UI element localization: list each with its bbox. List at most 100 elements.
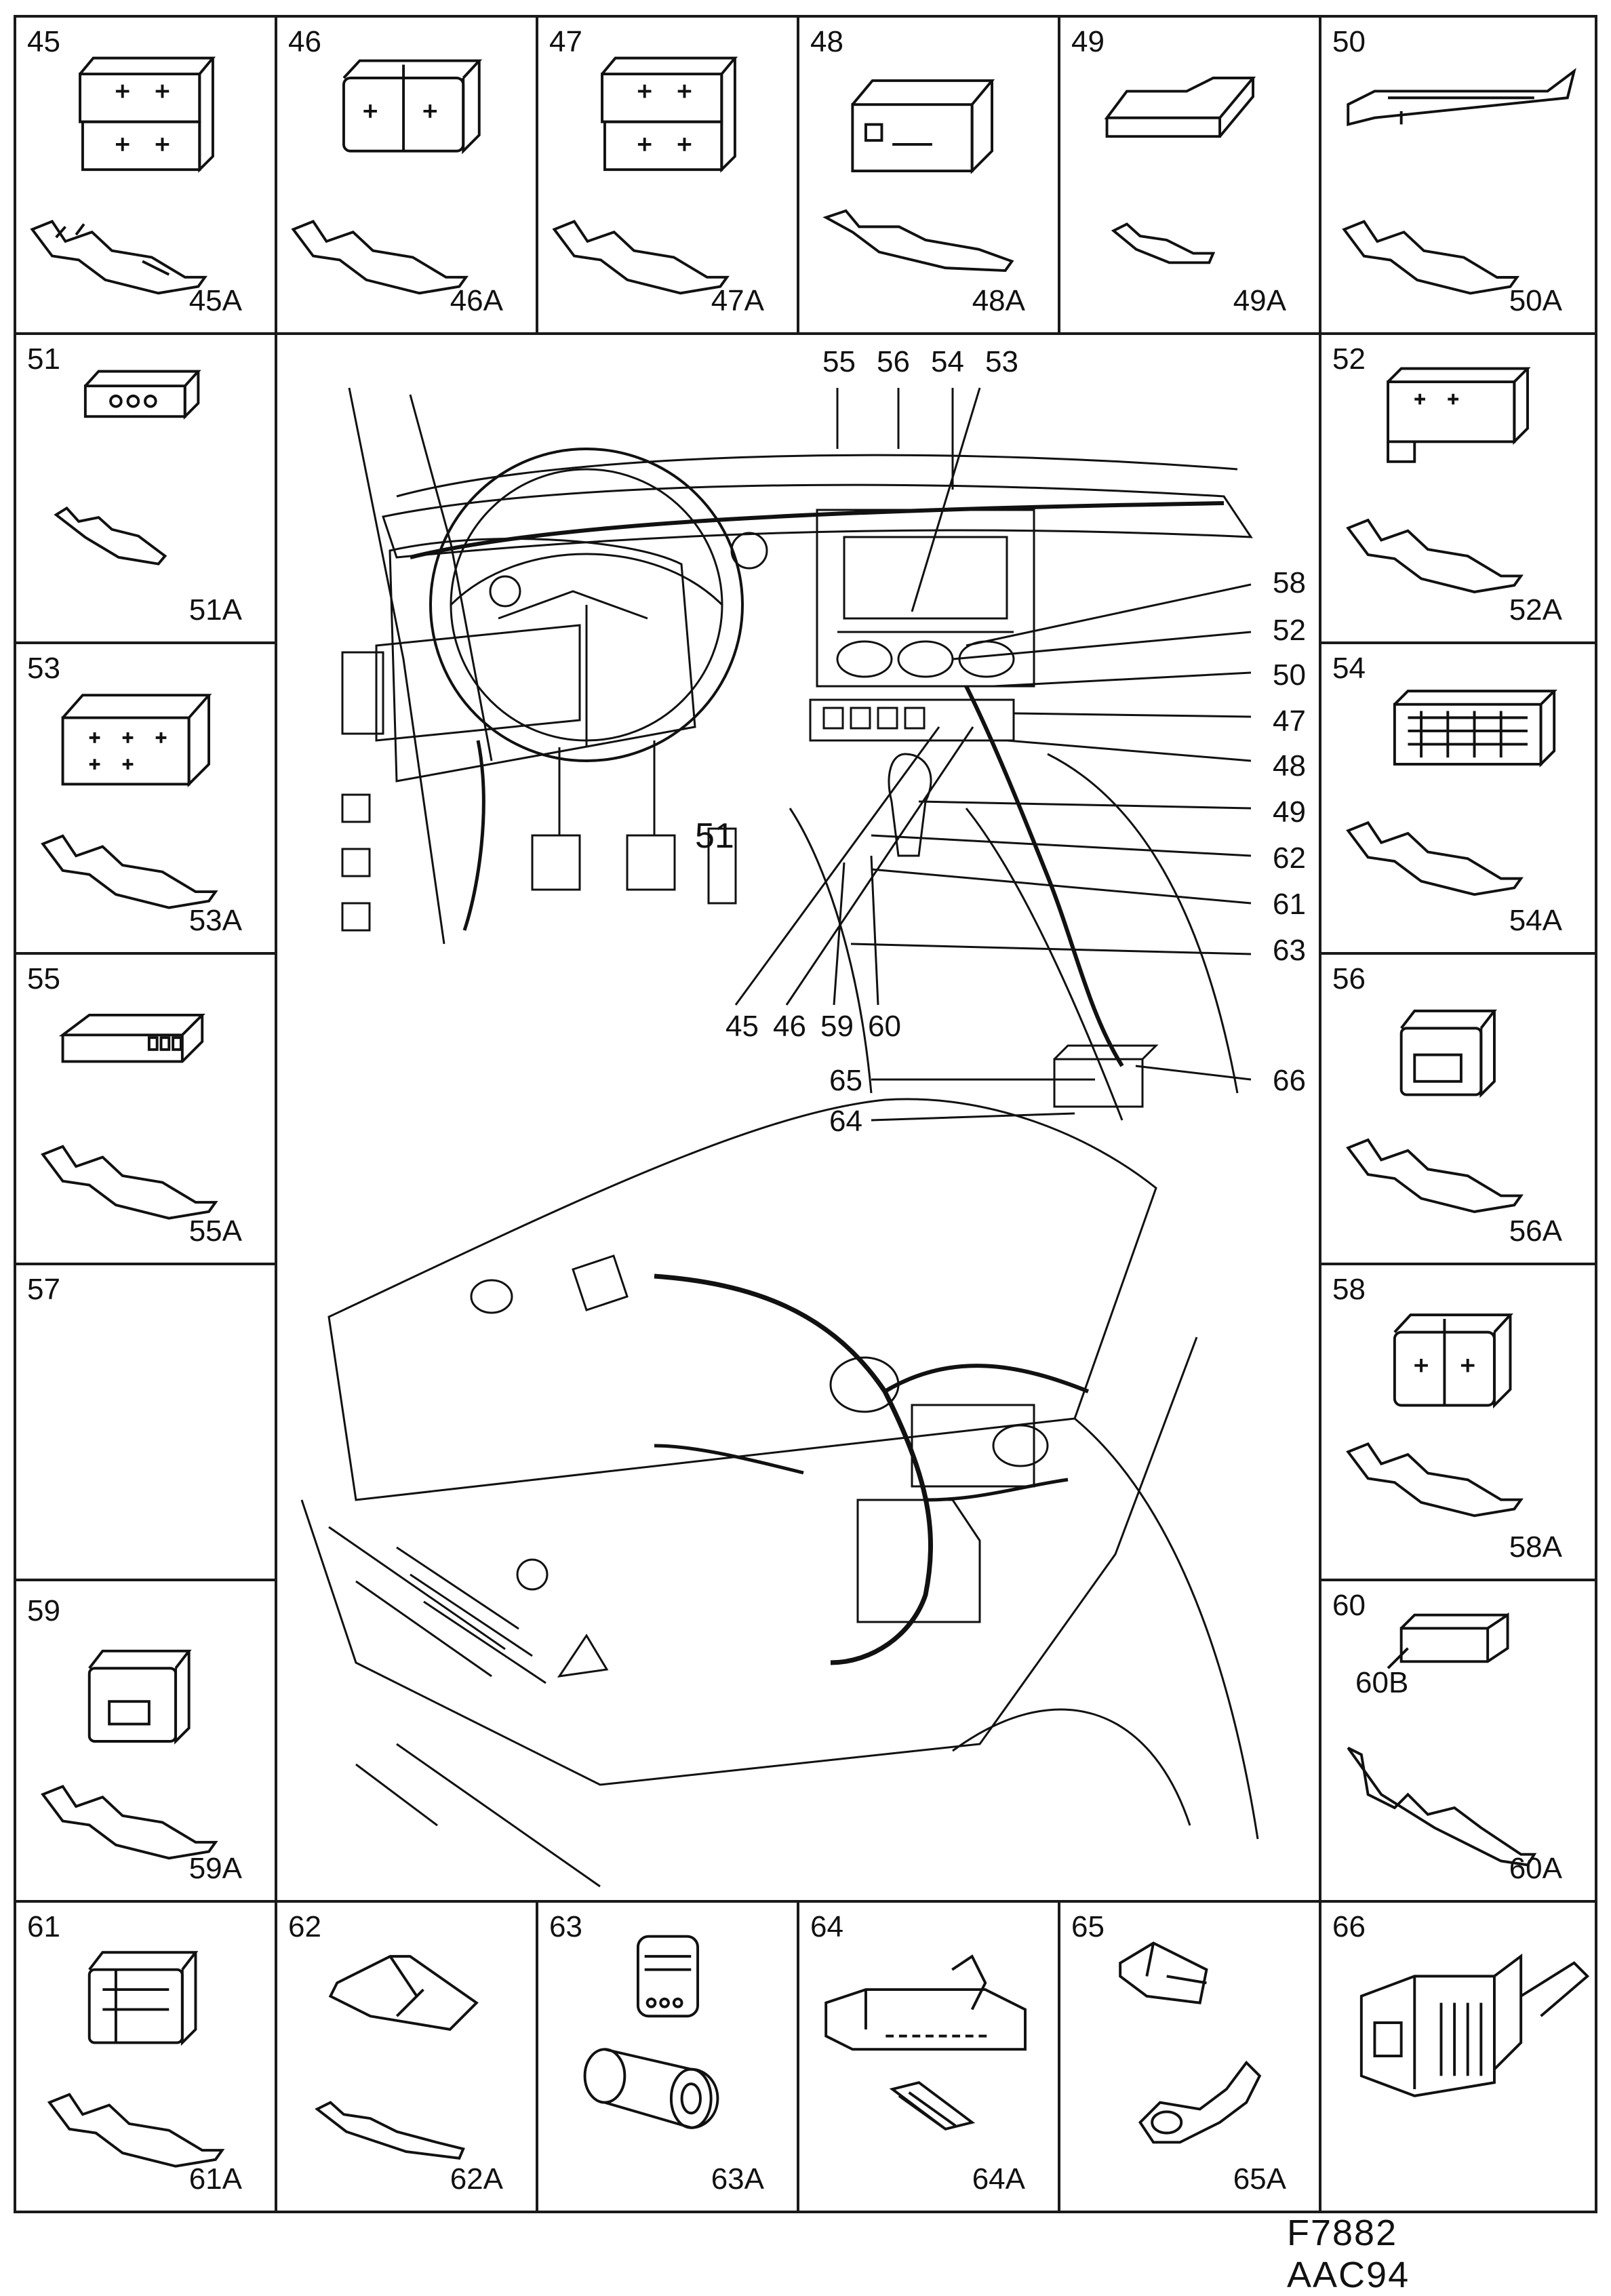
- terminal-icon: [1346, 820, 1524, 896]
- item-number: 56: [1332, 962, 1366, 995]
- connector-block-icon: [1346, 1313, 1524, 1518]
- connector-block-icon: [1346, 367, 1531, 593]
- cell-54: 54 54A: [1319, 641, 1597, 955]
- terminal-icon: [1346, 518, 1524, 593]
- part-label: 47A: [711, 284, 764, 317]
- terminal-icon: [291, 220, 469, 295]
- callout-62: 62: [1273, 842, 1306, 875]
- item-number: 47: [549, 25, 582, 58]
- cell-52: 52 52A: [1319, 332, 1597, 644]
- cell-56: 56 56A: [1319, 952, 1597, 1265]
- part-label: 53A: [188, 904, 242, 937]
- item-number: 61: [27, 1910, 60, 1943]
- callout-61: 61: [1273, 888, 1306, 921]
- leader-lines: [734, 387, 1252, 1122]
- callout-56: 56: [877, 345, 910, 378]
- cell-50: 50 50A: [1319, 15, 1597, 335]
- part-label: 65A: [1233, 2162, 1286, 2196]
- terminal-icon: [1347, 1747, 1537, 1867]
- callout-63: 63: [1273, 934, 1306, 967]
- callout-64: 64: [829, 1105, 862, 1138]
- connector-block-icon: [1346, 1009, 1524, 1213]
- item-number: 50: [1332, 25, 1366, 58]
- connector-block-icon: [1342, 68, 1576, 295]
- part-label: 54A: [1509, 904, 1562, 937]
- callout-47: 47: [1273, 705, 1306, 738]
- connector-block-icon: [1347, 1612, 1537, 1867]
- callout-48: 48: [1273, 749, 1306, 783]
- connector-block-icon: [1104, 77, 1256, 264]
- part-label: 60A: [1509, 1852, 1562, 1885]
- connector-block-icon: [315, 1955, 479, 2160]
- item-number: 55: [27, 962, 60, 995]
- callout-66: 66: [1273, 1064, 1306, 1097]
- cell-49: 49 49A: [1058, 15, 1321, 335]
- cell-66: 66: [1319, 1900, 1597, 2213]
- part-label: 51A: [188, 593, 242, 627]
- terminal-icon: [47, 2093, 225, 2168]
- terminal-icon: [54, 506, 167, 566]
- item-number: 59: [27, 1594, 60, 1627]
- contact-strip-icon: [889, 2081, 976, 2131]
- callout-50: 50: [1273, 658, 1306, 692]
- part-label: 49A: [1233, 284, 1286, 317]
- terminal-icon: [1138, 2060, 1262, 2144]
- vehicle-wiring-illustration: 55 56 54 53 58 52 50 47 48 49 62 61 63 6…: [275, 334, 1324, 1954]
- callout-46: 46: [773, 1010, 806, 1043]
- cell-58: 58 58A: [1319, 1263, 1597, 1581]
- part-label: 48A: [972, 284, 1025, 317]
- item-number: 57: [27, 1273, 60, 1306]
- car-interior-and-engine-bay-drawing: [300, 387, 1259, 1888]
- item-number: 60: [1332, 1589, 1366, 1622]
- connector-block-icon: [41, 1013, 218, 1220]
- terminal-icon: [41, 1785, 218, 1860]
- cell-46: 46 46A: [275, 15, 538, 335]
- part-label: 46A: [450, 284, 503, 317]
- terminal-icon: [315, 2101, 465, 2160]
- callout-58: 58: [1273, 566, 1306, 599]
- terminal-icon: [1342, 220, 1520, 295]
- item-number: 64: [810, 1910, 843, 1943]
- item-number: 65: [1071, 1910, 1105, 1943]
- item-number: 53: [27, 652, 60, 685]
- part-label: 63A: [711, 2162, 764, 2196]
- item-number: 48: [810, 25, 843, 58]
- callout-51: 51: [695, 816, 734, 856]
- callout-49: 49: [1273, 795, 1306, 829]
- item-number: 66: [1332, 1910, 1366, 1943]
- sub-part-label: 60B: [1355, 1666, 1409, 1699]
- terminal-icon: [1111, 222, 1216, 264]
- cell-62: 62 62A: [275, 1900, 538, 2213]
- cell-57: 57: [14, 1263, 277, 1581]
- connector-block-icon: [583, 1935, 719, 2129]
- callout-52: 52: [1273, 614, 1306, 647]
- cell-45: 45 45A: [14, 15, 277, 335]
- terminal-icon: [41, 834, 218, 909]
- terminal-icon: [552, 220, 730, 295]
- cell-65: 65 65A: [1058, 1900, 1321, 2213]
- cell-47: 47 47A: [536, 15, 799, 335]
- cell-53: 53 53A: [14, 641, 277, 955]
- item-number: 49: [1071, 25, 1105, 58]
- cell-51: 51 51A: [14, 332, 277, 644]
- part-label: 56A: [1509, 1214, 1562, 1248]
- terminal-icon: [1346, 1442, 1524, 1518]
- part-label: 52A: [1509, 593, 1562, 627]
- item-number: 51: [27, 342, 60, 376]
- part-label: 58A: [1509, 1530, 1562, 1564]
- part-label: 55A: [188, 1214, 242, 1248]
- part-label: 64A: [972, 2162, 1025, 2196]
- connector-block-icon: [47, 1951, 225, 2168]
- callout-60: 60: [868, 1010, 901, 1043]
- item-number: 54: [1332, 652, 1366, 685]
- lighter-socket-icon: [583, 2048, 719, 2129]
- item-number: 58: [1332, 1273, 1366, 1306]
- part-label: 50A: [1509, 284, 1562, 317]
- part-label: 45A: [188, 284, 242, 317]
- callout-53: 53: [985, 345, 1018, 378]
- item-number: 52: [1332, 342, 1366, 376]
- connector-block-icon: [41, 694, 218, 909]
- item-number: 45: [27, 25, 60, 58]
- item-number: 46: [288, 25, 321, 58]
- terminal-icon: [41, 1145, 218, 1220]
